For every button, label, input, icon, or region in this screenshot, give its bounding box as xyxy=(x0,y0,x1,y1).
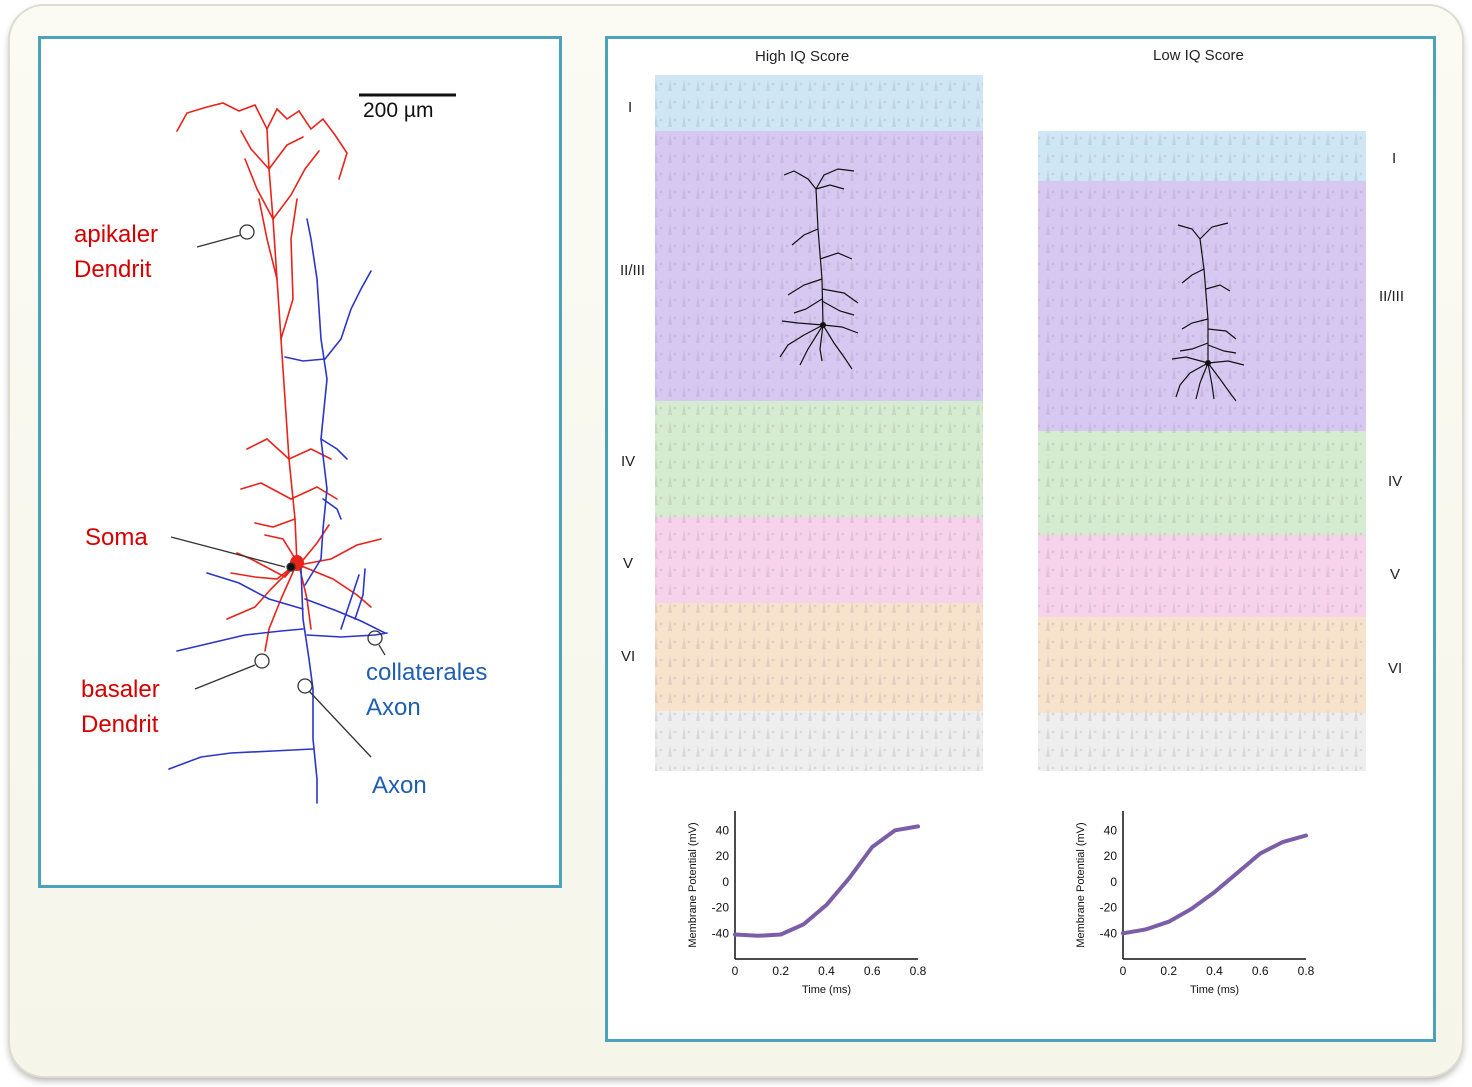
low-iq-neuron xyxy=(1171,222,1245,402)
membrane-potential-line xyxy=(733,824,920,938)
y-tick-label: -20 xyxy=(1100,901,1118,915)
x-axis-title: Time (ms) xyxy=(1190,984,1239,996)
basal-dendrite-label: basaler Dendrit xyxy=(81,676,160,738)
x-tick-label: 0.4 xyxy=(1206,964,1223,978)
x-tick-label: 0.6 xyxy=(864,964,881,978)
cortex-panel: High IQ Score Low IQ Score I II/III IV V… xyxy=(605,36,1436,1042)
axon xyxy=(168,218,388,804)
y-tick-label: 20 xyxy=(716,849,730,863)
y-tick-label: 0 xyxy=(1110,875,1117,889)
high-iq-column xyxy=(655,75,983,771)
x-tick-label: 0 xyxy=(1120,964,1127,978)
x-tick-label: 0.8 xyxy=(1298,964,1315,978)
low-layer-label-3: IV xyxy=(1388,473,1403,490)
high-layer-label-4: V xyxy=(623,555,634,572)
high-layer-label-5: VI xyxy=(621,648,636,665)
membrane-potential-line xyxy=(1121,833,1308,936)
x-tick-label: 0 xyxy=(732,964,739,978)
high-layer-label-3: IV xyxy=(621,453,636,470)
apical-dendrite-label: apikaler Dendrit xyxy=(74,221,159,283)
scale-bar-label: 200 µm xyxy=(363,99,434,122)
apical-dendrite xyxy=(176,102,382,652)
y-tick-label: -20 xyxy=(712,901,730,915)
axon-label: Axon xyxy=(372,772,427,799)
y-tick-label: 40 xyxy=(1104,823,1118,837)
neuron-panel: 200 µm apikaler Dendrit Soma basaler Den… xyxy=(38,36,562,888)
x-tick-label: 0.8 xyxy=(910,964,927,978)
low-iq-soma xyxy=(1205,360,1211,366)
x-tick-label: 0.2 xyxy=(1160,964,1177,978)
y-tick-label: -40 xyxy=(1100,926,1118,940)
y-axis-title: Membrane Potential (mV) xyxy=(687,822,699,947)
y-tick-label: 40 xyxy=(716,823,730,837)
y-tick-label: -40 xyxy=(712,926,730,940)
cortex-layers-drawing xyxy=(655,75,1366,771)
y-tick-label: 0 xyxy=(722,875,729,889)
low-layer-label-1: I xyxy=(1392,150,1397,167)
y-axis-title: Membrane Potential (mV) xyxy=(1075,822,1087,947)
high-layer-label-2: II/III xyxy=(620,262,646,279)
neuron-drawing xyxy=(168,93,456,804)
low-layer-label-2: II/III xyxy=(1379,288,1405,305)
annotation-pointers xyxy=(170,224,386,758)
y-tick-label: 20 xyxy=(1104,849,1118,863)
low-layer-label-5: VI xyxy=(1388,660,1403,677)
high-iq-neuron xyxy=(779,168,859,370)
high-iq-soma xyxy=(820,322,826,328)
x-tick-label: 0.4 xyxy=(818,964,835,978)
x-tick-label: 0.6 xyxy=(1252,964,1269,978)
low-iq-column xyxy=(1038,131,1366,771)
low-iq-title: Low IQ Score xyxy=(1153,47,1244,64)
soma-label: Soma xyxy=(85,524,148,551)
low-layer-label-4: V xyxy=(1390,566,1401,583)
high-iq-title: High IQ Score xyxy=(755,48,850,65)
high-layer-label-1: I xyxy=(628,99,633,116)
x-tick-label: 0.2 xyxy=(772,964,789,978)
collateral-axon-label: collaterales Axon xyxy=(366,659,488,721)
x-axis-title: Time (ms) xyxy=(802,984,851,996)
